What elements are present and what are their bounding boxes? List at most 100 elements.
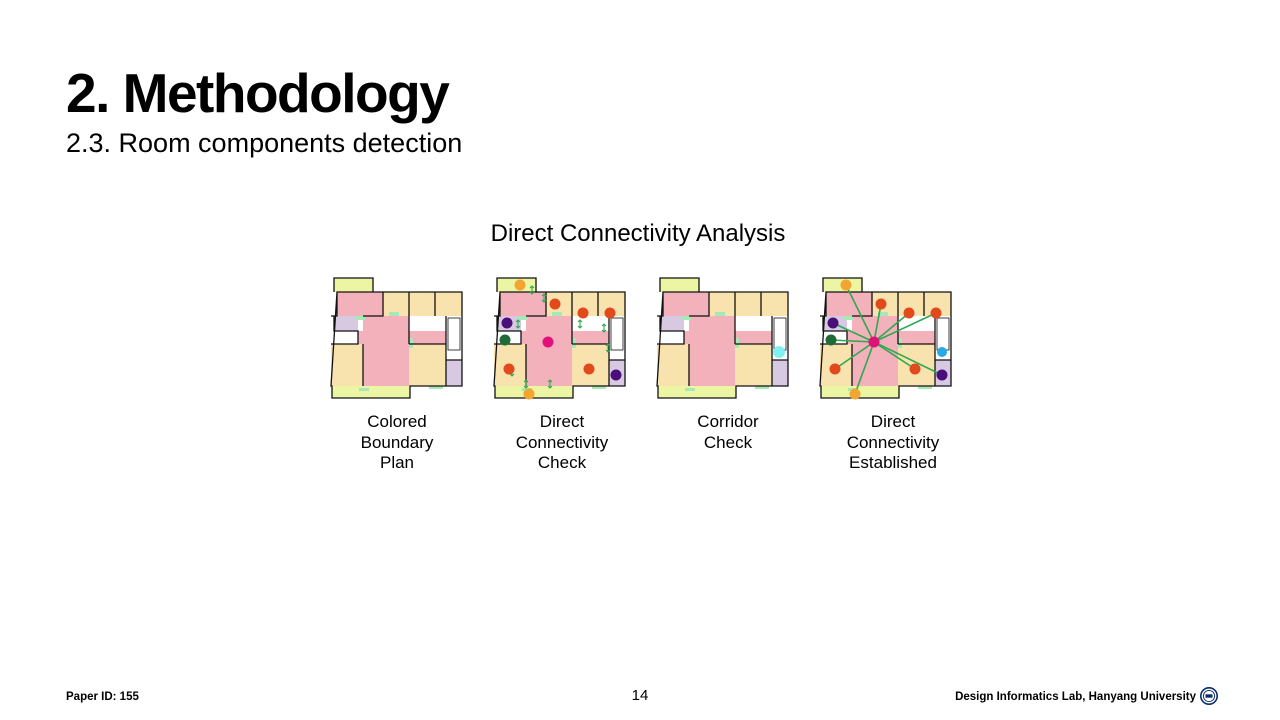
- node-left-bottom: [503, 363, 515, 375]
- room-left-bottom: [331, 344, 363, 386]
- node-left-small: [827, 317, 839, 329]
- connectivity-arrow: [605, 343, 611, 353]
- node-left-small: [501, 317, 513, 329]
- room-top-left: [663, 292, 709, 316]
- floor-plan-connectivity-established: [818, 276, 954, 402]
- floor-plan-corridor-check: [655, 276, 791, 402]
- connectivity-arrow: [523, 379, 529, 389]
- room-left-small: [660, 316, 684, 331]
- node-bottom-right: [909, 363, 921, 375]
- floor-plan-colored-boundary: [329, 276, 465, 402]
- room-right-small: [772, 360, 788, 386]
- hanyang-university-logo-icon: [1200, 687, 1218, 705]
- diagram-title: Direct Connectivity Analysis: [490, 220, 786, 247]
- room-balcony-bottom: [332, 386, 410, 398]
- wall-outline: [656, 277, 789, 399]
- node-topmid: [875, 298, 887, 310]
- door: [735, 338, 739, 348]
- connection-edge: [873, 312, 910, 343]
- floor-plan-connectivity-check: [492, 276, 628, 402]
- stair-box: [936, 317, 950, 351]
- door: [355, 316, 365, 320]
- slide-title: 2. Methodology: [66, 62, 450, 124]
- room-bottom-right: [735, 344, 772, 386]
- node-left-bottom: [829, 363, 841, 375]
- node-corridor: [937, 347, 947, 357]
- room-balcony-top: [334, 278, 373, 292]
- room-left-small: [334, 316, 358, 331]
- paper-id: Paper ID: 155: [66, 691, 139, 703]
- node-living: [868, 336, 880, 348]
- connectivity-arrow: [541, 293, 547, 303]
- door: [898, 338, 902, 348]
- corridor-marker: [773, 346, 785, 358]
- room-living: [363, 316, 409, 386]
- node-topright-b: [604, 307, 616, 319]
- connectivity-arrow: [577, 319, 583, 329]
- node-living: [542, 336, 554, 348]
- connection-edge: [834, 341, 875, 370]
- node-right-small: [936, 369, 948, 381]
- room-balcony-top: [660, 278, 699, 292]
- connection-edge: [873, 312, 937, 343]
- door: [715, 312, 725, 316]
- door: [918, 386, 932, 389]
- room-top-left: [826, 292, 872, 316]
- room-living: [689, 316, 735, 386]
- connectivity-arrow: [515, 319, 521, 329]
- door: [359, 388, 369, 391]
- door: [389, 312, 399, 316]
- node-top: [514, 279, 526, 291]
- door: [518, 316, 528, 320]
- door: [685, 388, 695, 391]
- stair-box: [610, 317, 624, 351]
- door: [409, 338, 413, 348]
- room-bottom-right: [409, 344, 446, 386]
- connection-edge: [854, 341, 875, 395]
- caption-colored-boundary-plan: Colored Boundary Plan: [360, 412, 434, 472]
- caption-corridor-check: Corridor Check: [697, 412, 759, 452]
- connection-edge: [873, 341, 916, 370]
- connection-edge: [873, 341, 943, 376]
- connection-edge: [845, 284, 875, 343]
- node-bottom: [523, 388, 535, 400]
- room-top-right-a: [735, 292, 761, 316]
- connection-edge: [832, 322, 875, 343]
- door: [552, 312, 562, 316]
- room-top-left: [337, 292, 383, 316]
- room-left-bottom: [657, 344, 689, 386]
- door: [681, 316, 691, 320]
- connectivity-arrow: [529, 285, 535, 295]
- node-topright-a: [903, 307, 915, 319]
- node-left-mid: [825, 334, 837, 346]
- room-top-right-b: [435, 292, 462, 316]
- node-topright-a: [577, 307, 589, 319]
- wall-outline: [819, 277, 952, 399]
- door: [592, 386, 606, 389]
- door: [878, 312, 888, 316]
- node-right-small: [610, 369, 622, 381]
- room-balcony-bottom: [658, 386, 736, 398]
- node-bottom: [849, 388, 861, 400]
- room-right-small: [446, 360, 462, 386]
- room-top-right-a: [409, 292, 435, 316]
- caption-direct-connectivity-established: Direct Connectivity Established: [846, 412, 940, 472]
- node-topright-b: [930, 307, 942, 319]
- room-top-right-b: [761, 292, 788, 316]
- room-top-left: [500, 292, 546, 316]
- room-living: [526, 316, 572, 386]
- lab-name: Design Informatics Lab, Hanyang Universi…: [955, 691, 1196, 703]
- page-number: 14: [631, 687, 649, 704]
- room-corridor: [521, 331, 609, 344]
- node-top: [840, 279, 852, 291]
- connection-edge: [873, 303, 882, 343]
- room-corridor: [358, 331, 446, 344]
- connection-edge: [830, 339, 875, 343]
- room-corridor: [684, 331, 772, 344]
- connectivity-arrow: [601, 323, 607, 333]
- node-bottom-right: [583, 363, 595, 375]
- door: [844, 316, 854, 320]
- stair-box: [773, 317, 787, 351]
- caption-direct-connectivity-check: Direct Connectivity Check: [515, 412, 609, 472]
- door: [755, 386, 769, 389]
